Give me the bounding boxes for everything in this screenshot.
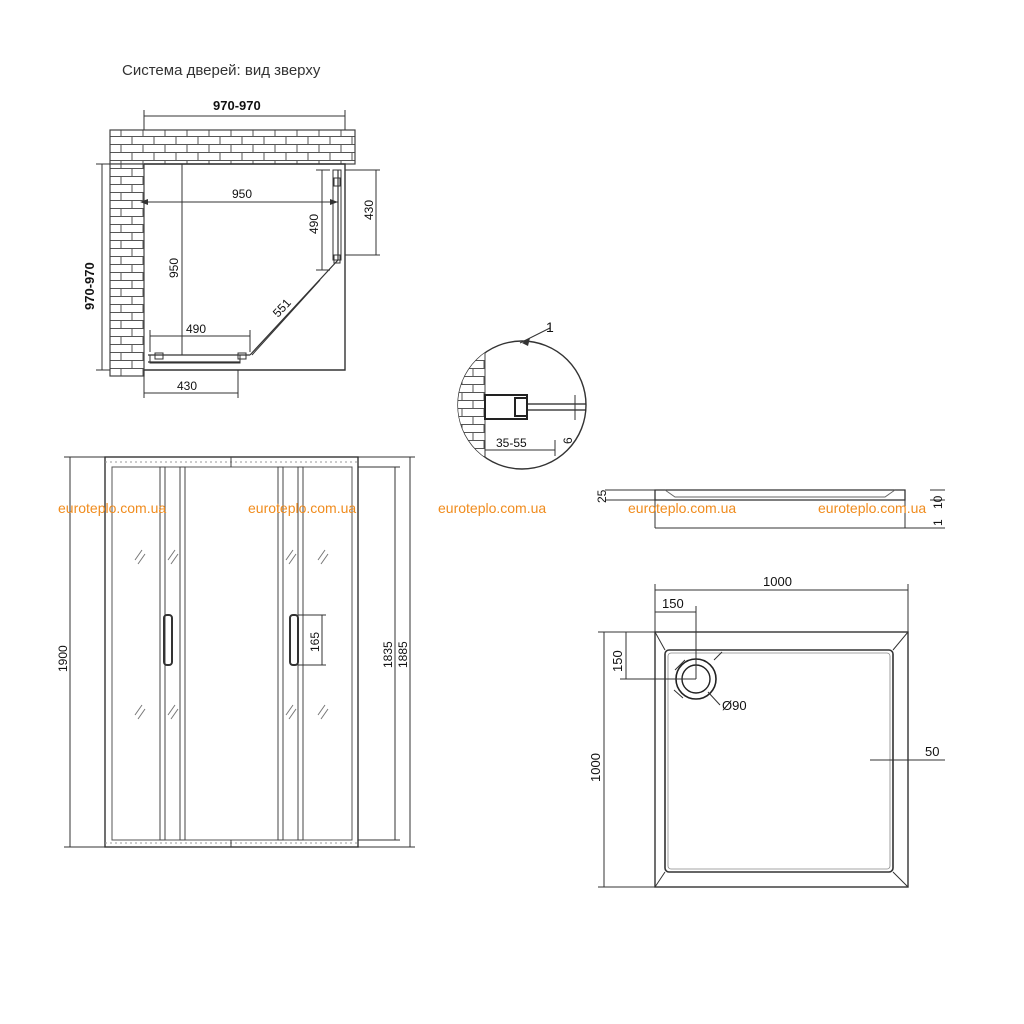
dim-diagonal: 551 [270, 296, 294, 320]
top-view: 970-970 970-970 950 950 490 430 551 490 … [82, 98, 380, 398]
dim-adjust-range: 35-55 [496, 436, 527, 450]
dim-fixed-panel-right: 430 [362, 200, 376, 220]
handle-left [163, 614, 173, 666]
dim-drain-offset-y: 150 [610, 650, 625, 672]
dim-tray-rim: 25 [595, 489, 609, 503]
dim-overall-width: 970-970 [213, 98, 261, 113]
dim-overall-depth: 970-970 [82, 262, 97, 310]
dim-tray-width: 1000 [763, 574, 792, 589]
dim-frame-height: 1885 [396, 641, 410, 668]
handle-right [289, 614, 299, 666]
wall-top [109, 129, 356, 165]
dim-glass-thickness: 6 [561, 437, 575, 444]
dim-drain-diameter: Ø90 [722, 698, 747, 713]
watermark-2: euroteplo.com.ua [248, 500, 357, 516]
dim-inner-height: 1835 [381, 641, 395, 668]
dim-inner-depth: 950 [167, 258, 181, 278]
front-view: 1900 1835 1885 165 [56, 456, 415, 848]
dim-rim-width: 50 [925, 744, 939, 759]
wall-left [109, 163, 145, 377]
watermark-1: euroteplo.com.ua [58, 500, 167, 516]
dim-fixed-panel-bottom: 430 [177, 379, 197, 393]
drawing-title: Система дверей: вид зверху [122, 62, 321, 79]
watermark-3: euroteplo.com.ua [438, 500, 547, 516]
watermark-5: euroteplo.com.ua [818, 500, 927, 516]
dim-door-opening-bottom: 490 [186, 322, 206, 336]
watermark-4: euroteplo.com.ua [628, 500, 737, 516]
dim-tray-depth: 1000 [588, 753, 603, 782]
dim-drain-offset-x: 150 [662, 596, 684, 611]
dim-inner-width: 950 [232, 187, 252, 201]
tray-top-view: 1000 1000 150 150 Ø90 50 [588, 574, 945, 888]
detail-callout: 1 [546, 319, 554, 335]
dim-total-height: 1900 [56, 645, 70, 672]
tray-side-view: 25 10 1 [595, 489, 945, 529]
dim-door-opening-right: 490 [307, 214, 321, 234]
dim-tray-base: 1 [931, 519, 945, 526]
dim-tray-mid: 10 [931, 495, 945, 509]
profile-detail: 1 35-55 6 [457, 319, 587, 470]
dim-handle-length: 165 [308, 632, 322, 652]
